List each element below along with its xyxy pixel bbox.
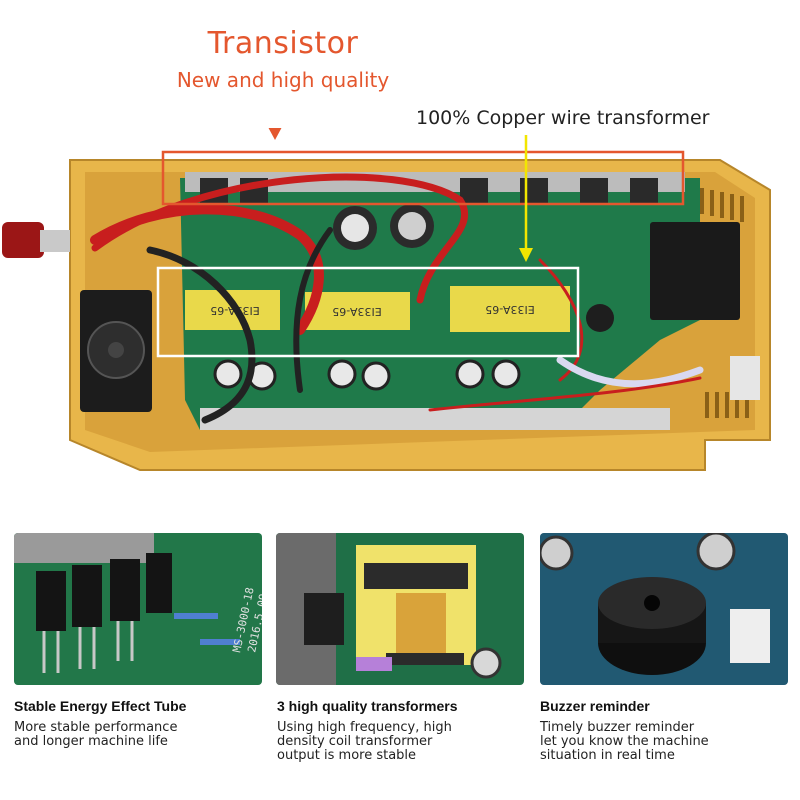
headline-title: Transistor <box>207 26 359 61</box>
transformer-mark: EI33A-65 <box>332 305 381 318</box>
copper-transformer-label: 100% Copper wire transformer <box>416 107 710 129</box>
feature-title-transistor: Stable Energy Effect Tube <box>14 698 187 714</box>
feature-line: and longer machine life <box>14 734 168 749</box>
feature-line: Using high frequency, high <box>277 720 452 735</box>
battery-terminal-icon <box>2 222 70 258</box>
buzzer-closeup-photo <box>540 533 788 685</box>
feature-description-transistor: More stable performance and longer machi… <box>14 721 264 749</box>
transformer-closeup-photo <box>276 533 524 685</box>
feature-line: situation in real time <box>540 748 675 763</box>
feature-line: density coil transformer <box>277 734 433 749</box>
feature-line: let you know the machine <box>540 734 709 749</box>
feature-line: Timely buzzer reminder <box>540 720 695 735</box>
feature-line: output is more stable <box>277 748 417 763</box>
transistor-arrow-icon <box>268 128 282 140</box>
transformer-mark: EI33A-65 <box>485 303 534 316</box>
feature-description-transformers: Using high frequency, high density coil … <box>277 721 527 763</box>
transistor-highlight-frame <box>161 150 685 206</box>
transformer-highlight-frame <box>156 266 580 358</box>
headline-subtitle: New and high quality <box>176 68 390 92</box>
feature-description-buzzer: Timely buzzer reminder let you know the … <box>540 721 790 763</box>
feature-title-buzzer: Buzzer reminder <box>540 698 650 714</box>
transformer-row: EI33A-65 EI33A-65 EI33A-65 <box>185 286 570 332</box>
cooling-fan-icon <box>80 290 152 412</box>
transistor-closeup-photo: MS-3000-18 2016.5.09 <box>14 533 262 685</box>
cable-bundle <box>90 173 704 424</box>
inverter-board-photo: EI33A-65 EI33A-65 EI33A-65 <box>2 128 771 471</box>
feature-line: More stable performance <box>14 720 178 735</box>
feature-title-transformers: 3 high quality transformers <box>277 698 458 714</box>
copper-transformer-arrow-icon <box>519 135 533 262</box>
